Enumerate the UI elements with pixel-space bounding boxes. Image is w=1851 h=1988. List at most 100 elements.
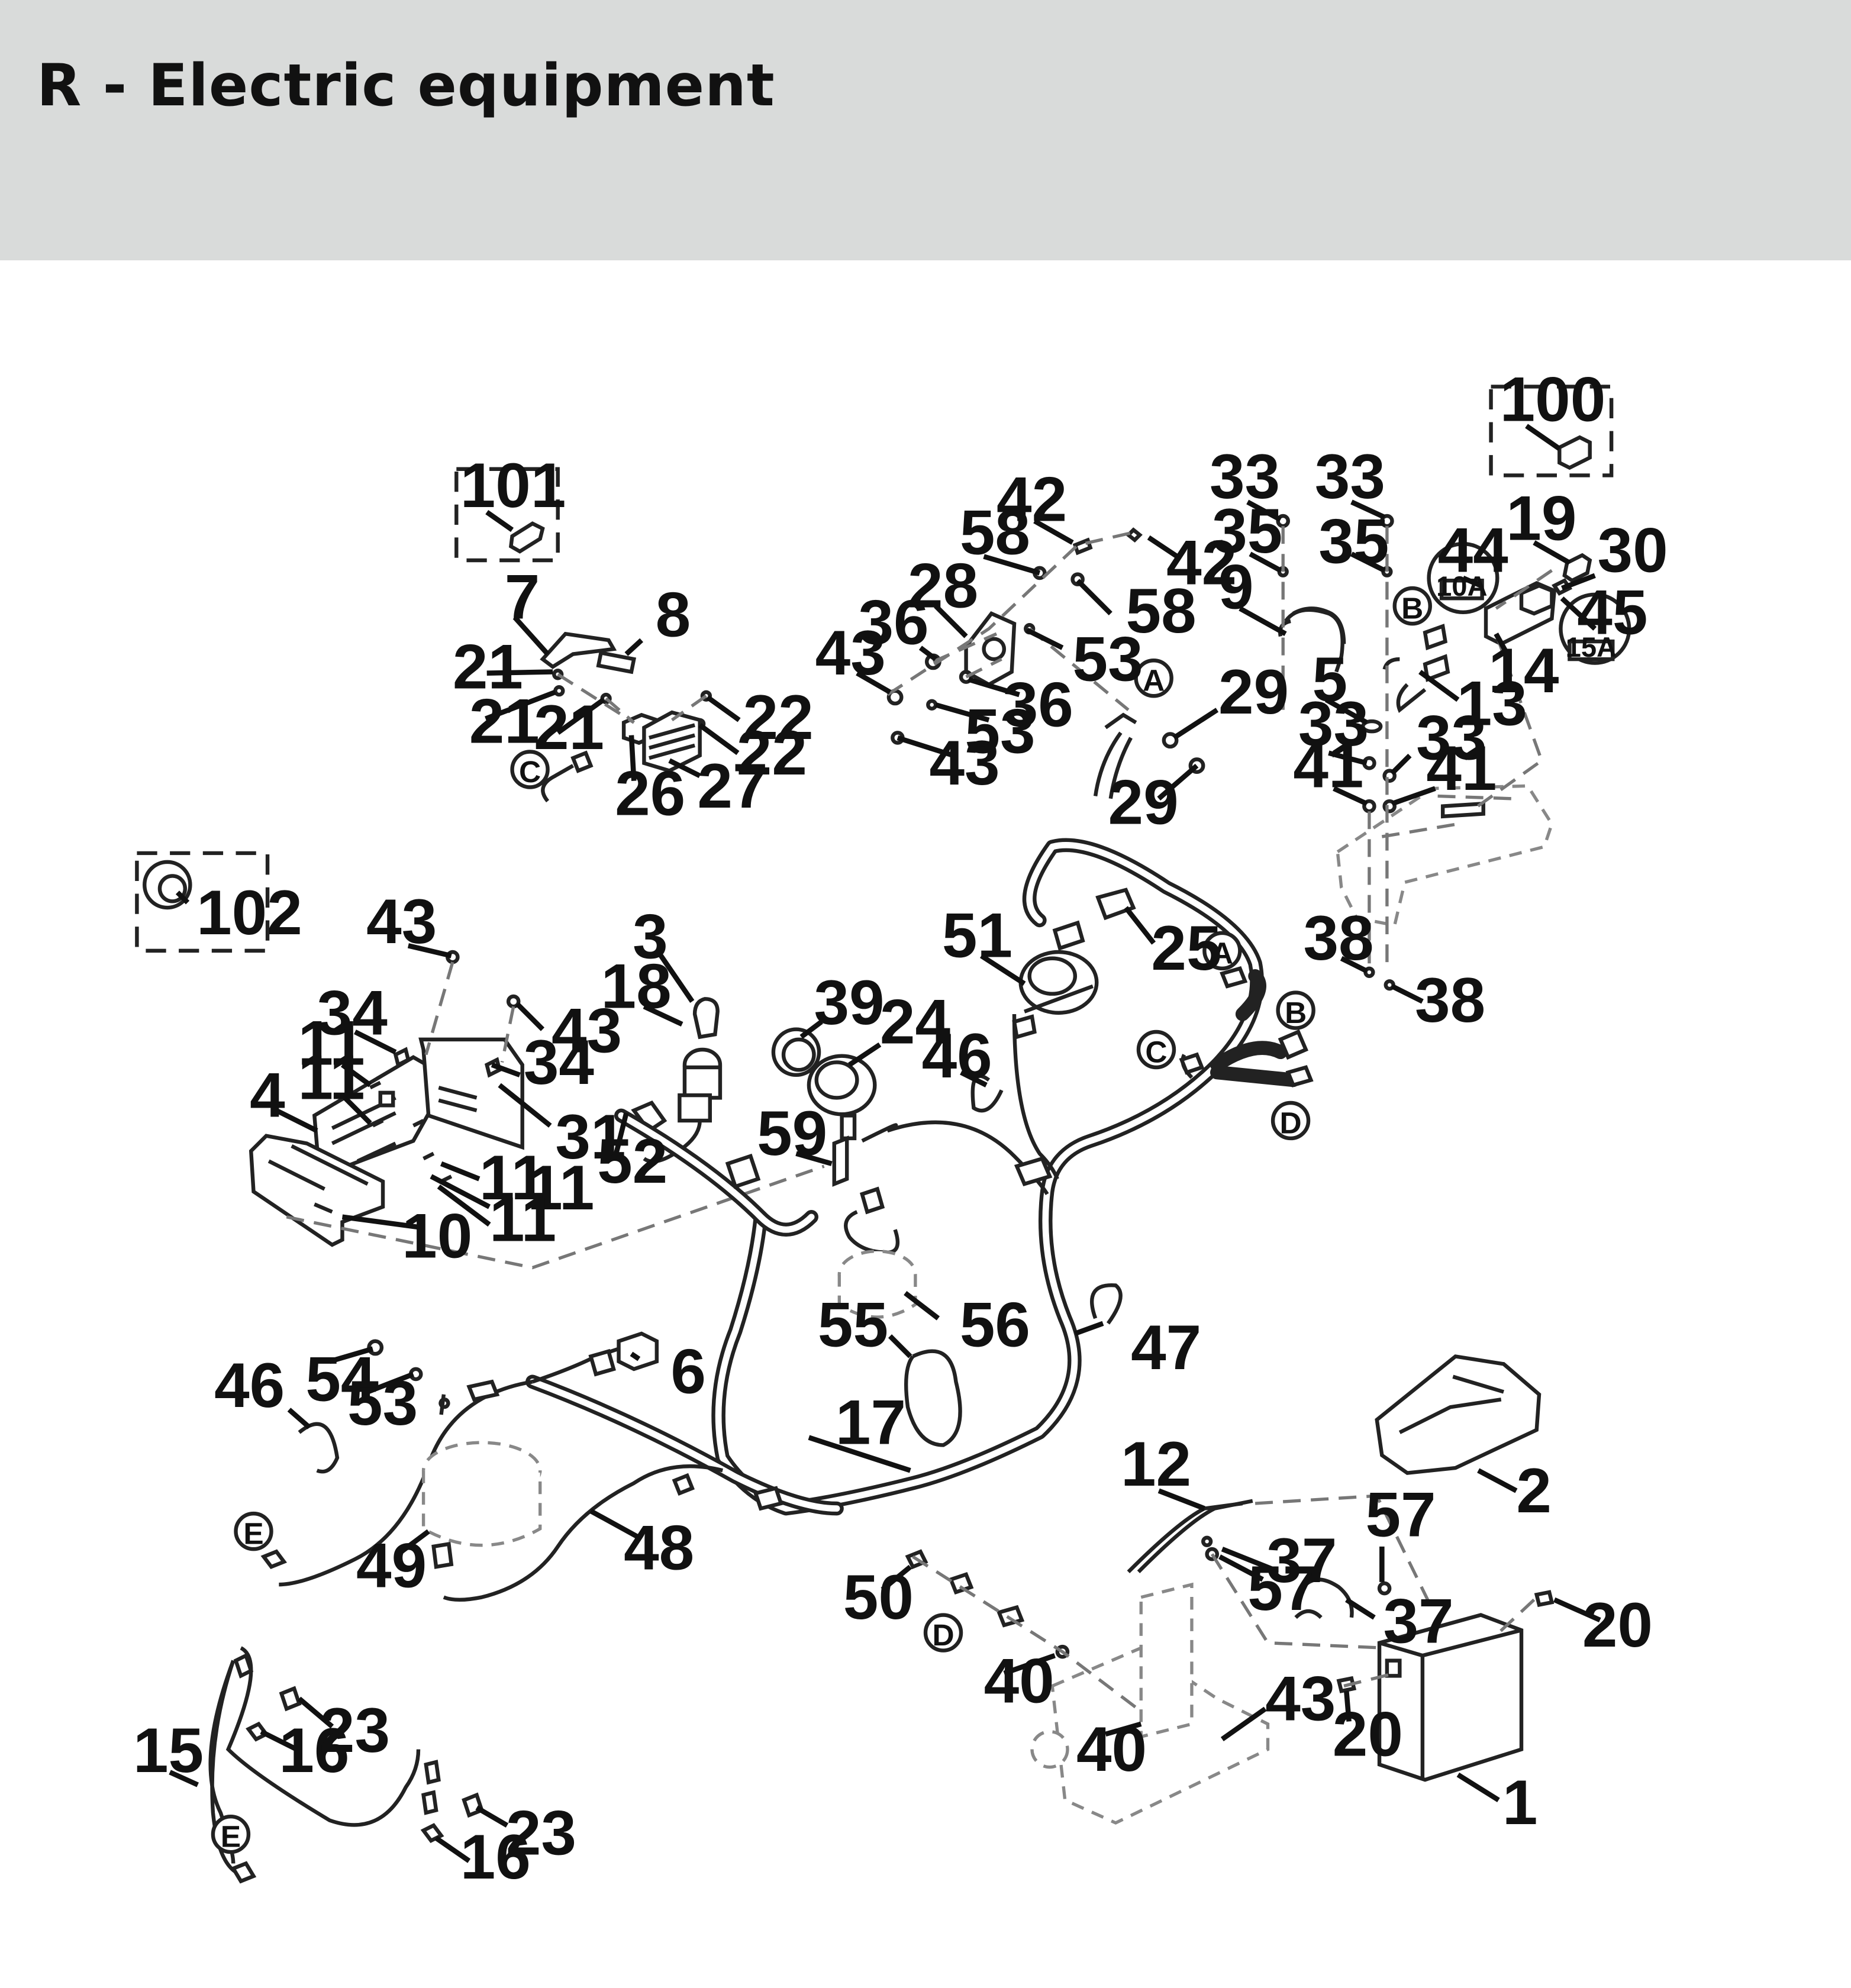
- label-30: 30: [1598, 514, 1668, 585]
- label-11d: 11: [527, 1152, 594, 1223]
- label-9: 9: [1218, 551, 1254, 622]
- label-50: 50: [843, 1561, 914, 1632]
- label-58b: 58: [1126, 575, 1197, 646]
- label-14: 14: [1488, 635, 1559, 706]
- label-43d: 43: [552, 995, 622, 1066]
- label-31: 31: [555, 1101, 625, 1172]
- label-22a: 22: [743, 682, 814, 753]
- ref-d-harness: D: [1280, 1105, 1302, 1140]
- label-57b: 57: [1247, 1553, 1318, 1624]
- label-36b: 36: [1003, 669, 1073, 740]
- label-46a: 46: [922, 1020, 992, 1091]
- label-7: 7: [505, 561, 540, 632]
- battery-assembly: [905, 1354, 1555, 1825]
- label-58a: 58: [960, 496, 1030, 567]
- ref-a-harness: A: [1211, 935, 1233, 970]
- label-11b: 11: [298, 1042, 365, 1113]
- label-12: 12: [1121, 1428, 1191, 1499]
- label-21b: 21: [469, 686, 540, 757]
- ref-a-upper: A: [1143, 663, 1165, 698]
- label-11c: 11: [479, 1142, 546, 1213]
- label-15: 15: [133, 1715, 204, 1786]
- label-37b: 37: [1383, 1586, 1453, 1657]
- label-20a: 20: [1582, 1589, 1653, 1660]
- label-11a: 11: [298, 1008, 365, 1079]
- label-42a: 42: [997, 464, 1067, 535]
- label-2: 2: [1516, 1455, 1552, 1526]
- label-18: 18: [601, 950, 672, 1021]
- ref-b-harness: B: [1285, 995, 1307, 1030]
- label-3: 3: [633, 901, 668, 972]
- ref-b-upper: B: [1401, 591, 1423, 625]
- label-43b: 43: [929, 727, 999, 798]
- ref-c-harness: C: [1145, 1034, 1167, 1069]
- label-33d: 33: [1416, 702, 1486, 773]
- page-title: R - Electric equipment: [37, 52, 775, 120]
- label-35b: 35: [1318, 505, 1389, 576]
- label-39: 39: [814, 967, 884, 1038]
- label-33a: 33: [1210, 441, 1280, 512]
- bracket-group-upper-center: [886, 527, 1205, 799]
- label-8: 8: [656, 579, 691, 650]
- label-36a: 36: [858, 586, 928, 657]
- label-59: 59: [757, 1098, 827, 1169]
- control-module-left: [249, 950, 825, 1270]
- ref-c-upper: C: [519, 754, 541, 789]
- label-6: 6: [670, 1336, 706, 1407]
- label-26: 26: [615, 758, 685, 829]
- label-53c: 53: [347, 1367, 418, 1438]
- ref-d-battery: D: [932, 1618, 954, 1652]
- label-22b: 22: [737, 717, 807, 788]
- label-19: 19: [1506, 483, 1576, 554]
- label-37a: 37: [1266, 1525, 1337, 1596]
- label-13: 13: [1457, 668, 1527, 739]
- label-27: 27: [697, 750, 768, 821]
- label-43c: 43: [366, 886, 437, 957]
- label-16a: 16: [279, 1715, 349, 1786]
- label-5: 5: [1312, 644, 1347, 715]
- label-10: 10: [402, 1200, 472, 1271]
- label-33b: 33: [1315, 441, 1385, 512]
- label-20b: 20: [1333, 1698, 1403, 1769]
- label-33c: 33: [1298, 688, 1369, 759]
- label-41a: 41: [1293, 730, 1363, 801]
- label-52: 52: [597, 1125, 667, 1196]
- label-21c: 21: [534, 692, 604, 763]
- label-51: 51: [942, 900, 1012, 971]
- label-11e: 11: [489, 1184, 556, 1255]
- label-101: 101: [460, 450, 566, 521]
- label-43a: 43: [815, 617, 886, 688]
- label-47: 47: [1131, 1312, 1201, 1383]
- label-45: 45: [1577, 576, 1647, 647]
- box-100: [1489, 385, 1614, 477]
- label-46b: 46: [214, 1350, 285, 1421]
- ref-e-harness: E: [243, 1516, 263, 1551]
- label-40b: 40: [1076, 1713, 1147, 1784]
- label-56: 56: [960, 1289, 1030, 1360]
- label-41b: 41: [1426, 732, 1497, 803]
- label-57a: 57: [1365, 1479, 1436, 1550]
- label-43e: 43: [1265, 1663, 1336, 1734]
- fuse-15a-label: 15A: [1566, 631, 1617, 663]
- ref-e-lower: E: [221, 1819, 241, 1854]
- label-24: 24: [880, 986, 950, 1057]
- clips-and-coil: [298, 1249, 962, 1547]
- box-101: [454, 467, 560, 563]
- ignition-components: [631, 888, 1136, 1325]
- label-102: 102: [196, 877, 302, 948]
- label-34a: 34: [317, 977, 388, 1048]
- fuse-10a-label: 10A: [1436, 570, 1487, 602]
- label-28: 28: [908, 550, 978, 621]
- label-38b: 38: [1415, 964, 1485, 1035]
- label-23b: 23: [506, 1797, 576, 1868]
- label-16b: 16: [460, 1821, 531, 1892]
- label-48: 48: [624, 1512, 694, 1583]
- label-29b: 29: [1108, 767, 1179, 838]
- label-53a: 53: [1073, 624, 1143, 695]
- label-23a: 23: [320, 1695, 390, 1766]
- label-42b: 42: [1166, 527, 1237, 598]
- label-1: 1: [1502, 1767, 1538, 1838]
- main-wiring-harness: [260, 838, 1314, 1602]
- leader-lines: [169, 424, 1601, 1863]
- label-34b: 34: [524, 1027, 594, 1098]
